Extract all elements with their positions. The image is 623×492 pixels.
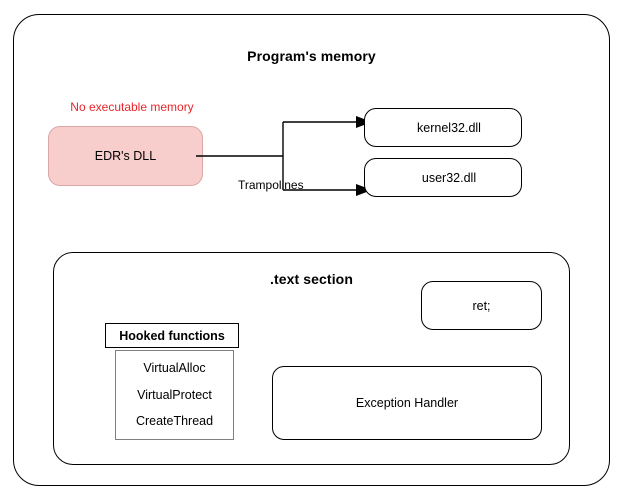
user32-dll-label: user32.dll [421, 170, 477, 185]
kernel32-dll-box: kernel32.dll [364, 108, 522, 147]
ret-box-label: ret; [472, 298, 491, 313]
kernel32-dll-label: kernel32.dll [417, 120, 481, 135]
edr-dll-box: EDR's DLL [48, 126, 203, 186]
list-item: CreateThread [135, 414, 214, 429]
ret-box: ret; [421, 281, 542, 330]
trampolines-arrow-icon [196, 116, 372, 196]
list-item: VirtualAlloc [143, 361, 206, 376]
hooked-functions-header: Hooked functions [105, 323, 239, 348]
trampolines-connector [196, 104, 372, 196]
user32-dll-box: user32.dll [364, 158, 522, 197]
text-section-title: .text section [270, 271, 353, 287]
edr-dll-label: EDR's DLL [94, 149, 157, 163]
program-memory-title: Program's memory [247, 48, 376, 64]
trampolines-label: Trampolines [238, 178, 304, 192]
hooked-functions-list: VirtualAlloc VirtualProtect CreateThread [115, 350, 234, 440]
hooked-functions-header-label: Hooked functions [119, 328, 225, 343]
list-item: VirtualProtect [137, 387, 212, 402]
no-executable-memory-label: No executable memory [70, 100, 194, 114]
exception-handler-box: Exception Handler [272, 366, 542, 440]
exception-handler-label: Exception Handler [355, 396, 459, 410]
